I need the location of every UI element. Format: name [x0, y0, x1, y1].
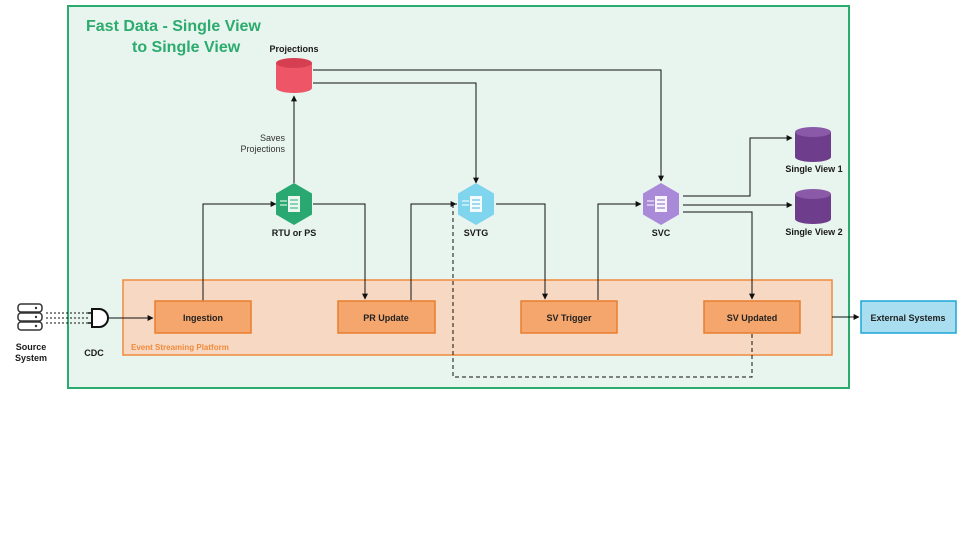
single-view-1-label: Single View 1: [785, 164, 842, 174]
topic-pr-update-box: [337, 300, 436, 334]
topic-sv-trigger-label: SV Trigger: [546, 313, 592, 323]
connector-svupdated-svtg-dashed: [452, 203, 753, 378]
topic-ingestion-box: [154, 300, 252, 334]
saves-projections-line1: Saves: [260, 133, 286, 143]
connector-projections-svtg: [313, 82, 479, 184]
platform-label: Event Streaming Platform: [131, 343, 229, 352]
svc-label: SVC: [652, 228, 671, 238]
topic-ingestion-label: Ingestion: [183, 313, 223, 323]
diagram-title-line2: to Single View: [132, 39, 241, 56]
diagram-title-line1: Fast Data - Single View: [86, 18, 261, 35]
database-server-icon: [17, 303, 43, 331]
connector-projections-svc: [313, 69, 664, 182]
saves-projections-line2: Projections: [240, 144, 285, 154]
single-view-2-database-icon: [795, 189, 831, 224]
connector-rtu-prupdate: [313, 203, 368, 300]
cdc-label: CDC: [84, 348, 104, 358]
connector-svc-sv1: [683, 135, 793, 197]
connector-svtg-svtrigger: [496, 203, 548, 300]
svtg-hexagon-icon: [458, 183, 494, 225]
topic-pr-update-label: PR Update: [363, 313, 409, 323]
connectors: [46, 69, 860, 378]
connector-svtrigger-svc: [597, 201, 642, 300]
svc-hexagon-icon: [643, 183, 679, 225]
plug-connector-icon: [88, 308, 109, 328]
projections-database-icon: [276, 58, 312, 93]
external-systems-box: [860, 300, 957, 334]
single-view-2-label: Single View 2: [785, 227, 842, 237]
svtg-label: SVTG: [464, 228, 489, 238]
topic-sv-updated-box: [703, 300, 801, 334]
connector-prupdate-svtg: [410, 201, 457, 302]
connector-svc-svupdated: [683, 211, 755, 300]
rtu-hexagon-icon: [276, 183, 312, 225]
rtu-label: RTU or PS: [272, 228, 317, 238]
topic-sv-updated-label: SV Updated: [727, 313, 778, 323]
connector-ingestion-rtu: [202, 201, 277, 302]
projections-label: Projections: [269, 44, 318, 54]
source-system-label-line1: Source: [16, 342, 47, 352]
source-system-label-line2: System: [15, 353, 47, 363]
single-view-1-database-icon: [795, 127, 831, 162]
external-systems-label: External Systems: [870, 313, 945, 323]
topic-sv-trigger-box: [520, 300, 618, 334]
